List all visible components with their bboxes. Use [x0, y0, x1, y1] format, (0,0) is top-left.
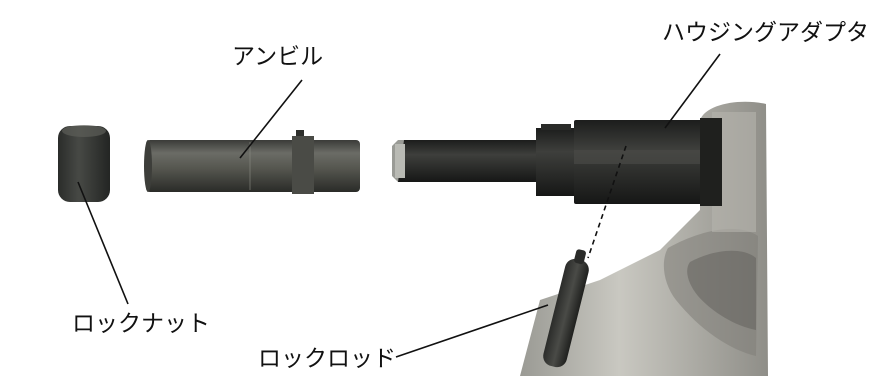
leader-lock-rod: [395, 304, 549, 358]
label-housing-adapter: ハウジングアダプタ: [662, 20, 869, 46]
leader-housing-adapter: [664, 53, 721, 129]
housing-adapter: [392, 118, 722, 206]
leader-anvil: [239, 79, 303, 159]
label-lock-nut: ロックナット: [72, 311, 210, 337]
anvil: [144, 130, 360, 194]
lock-nut: [58, 125, 110, 202]
leader-lock-nut: [77, 181, 129, 305]
insertion-path-dashed: [587, 145, 627, 259]
label-anvil: アンビル: [232, 44, 324, 70]
label-lock-rod: ロックロッド: [258, 346, 396, 372]
lock-rod: [543, 249, 589, 368]
